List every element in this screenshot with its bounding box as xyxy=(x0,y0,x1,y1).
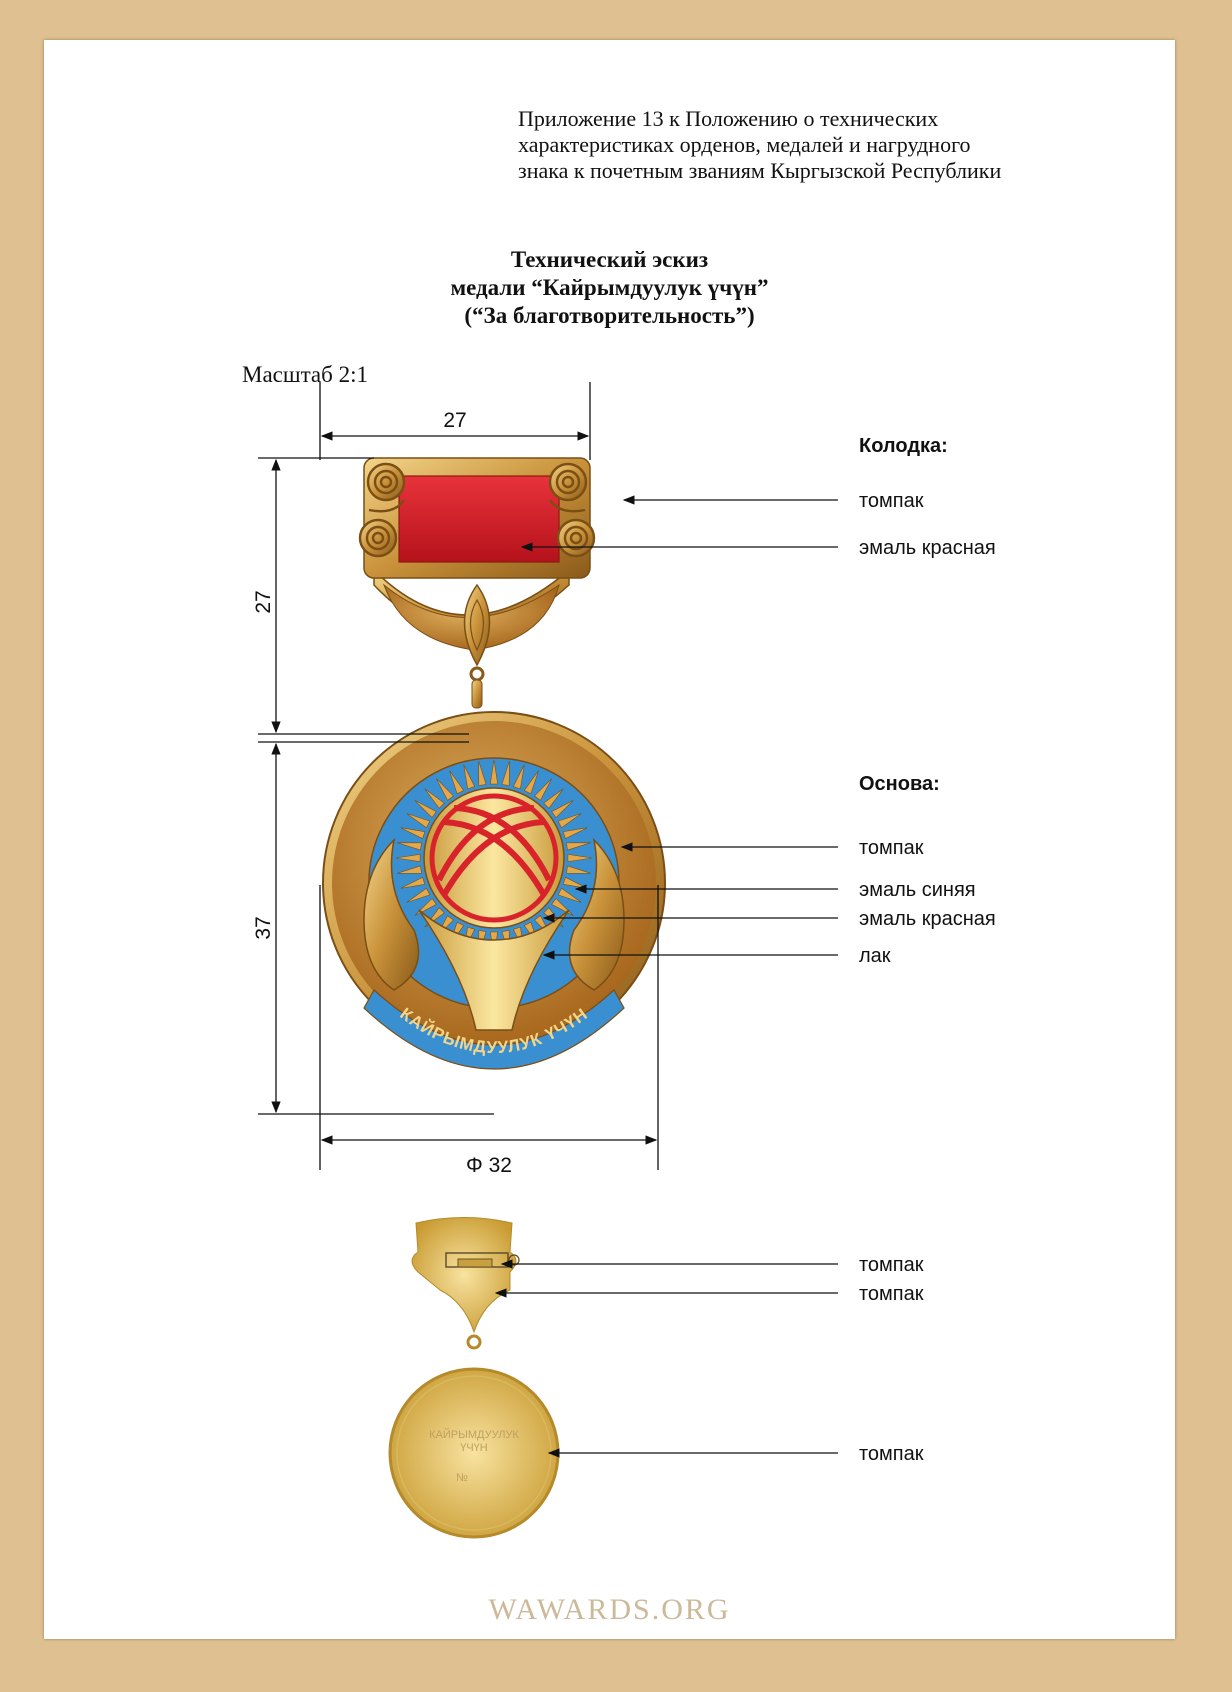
medal-sketch: КАЙРЫМДУУЛУК ҮЧҮН 27 27 37 Φ 32 xyxy=(252,382,996,1539)
dimension-lines: 27 27 37 Φ 32 xyxy=(252,382,659,1177)
title-line-2: медали “Кайрымдуулук үчүн” xyxy=(450,275,769,300)
medal-reverse: КАЙРЫМДУУЛУК ҮЧҮН № xyxy=(388,1217,560,1539)
reverse-inscription-line-1: КАЙРЫМДУУЛУК xyxy=(429,1428,519,1441)
sun-ray xyxy=(557,887,582,903)
dim-medal-diameter: Φ 32 xyxy=(466,1154,512,1177)
sun-ray xyxy=(523,770,539,795)
sun-ray xyxy=(395,853,421,863)
title-line-1: Технический эскиз xyxy=(510,247,709,272)
medal-base: КАЙРЫМДУУЛУК ҮЧҮН xyxy=(322,711,666,1070)
dim-block-height: 27 xyxy=(252,590,275,613)
sun-ray xyxy=(557,813,582,829)
appendix-line-2: характеристиках орденов, медалей и нагру… xyxy=(518,132,971,157)
sun-ray xyxy=(566,865,591,874)
block-header: Колодка: xyxy=(859,435,948,457)
document-page: Приложение 13 к Положению о технических … xyxy=(44,40,1175,1639)
medal-block xyxy=(358,457,596,709)
sun-ray xyxy=(501,761,510,786)
block-callouts: Колодка: томпак эмаль красная xyxy=(520,435,996,559)
reverse-label-2: томпак xyxy=(859,1283,924,1305)
hands-emblem xyxy=(418,909,570,1031)
block-label-red-enamel: эмаль красная xyxy=(859,537,996,559)
dim-medal-height: 37 xyxy=(252,916,275,939)
base-label-lacquer: лак xyxy=(859,945,891,967)
reverse-callouts: томпак томпак томпак xyxy=(494,1254,924,1465)
sun-ray xyxy=(551,800,574,819)
base-callouts: Основа: томпак эмаль синяя эмаль красная… xyxy=(542,773,996,967)
sun-ray xyxy=(424,788,445,809)
sun-ray xyxy=(567,853,593,863)
base-label-tompak: томпак xyxy=(859,837,924,859)
sun-ray xyxy=(397,865,422,874)
appendix-line-1: Приложение 13 к Положению о технических xyxy=(518,106,939,131)
sun-ray xyxy=(512,764,525,790)
appendix-note: Приложение 13 к Положению о технических … xyxy=(518,106,1078,184)
sun-ray xyxy=(562,827,588,840)
scale-label: Масштаб 2:1 xyxy=(242,362,368,387)
sun-ray xyxy=(406,813,431,829)
sun-ray xyxy=(489,759,499,785)
title-line-3: (“За благотворительность”) xyxy=(464,303,755,328)
left-scroll-ornament xyxy=(358,462,406,558)
base-label-red-enamel: эмаль красная xyxy=(859,908,996,930)
sun-ray xyxy=(543,788,564,809)
sun-ray xyxy=(463,764,476,790)
watermark: WAWARDS.ORG xyxy=(488,1593,731,1626)
tunduk-symbol xyxy=(429,793,559,923)
reverse-inscription-line-2: ҮЧҮН xyxy=(460,1442,488,1454)
sun-ray xyxy=(406,887,431,903)
sun-rays xyxy=(395,759,593,957)
sun-ray xyxy=(400,827,426,840)
appendix-line-3: знака к почетным званиям Кыргызской Респ… xyxy=(518,158,1002,183)
reverse-label-3: томпак xyxy=(859,1443,924,1465)
sun-ray xyxy=(400,876,426,889)
base-label-blue-enamel: эмаль синяя xyxy=(859,879,976,901)
base-header: Основа: xyxy=(859,773,940,795)
reverse-number-sign: № xyxy=(456,1472,468,1484)
document-title: Технический эскиз медали “Кайрымдуулук ү… xyxy=(44,246,1175,330)
sun-ray xyxy=(414,800,437,819)
block-label-tompak: томпак xyxy=(859,490,924,512)
sun-ray xyxy=(397,842,422,851)
reverse-label-1: томпак xyxy=(859,1254,924,1276)
sun-ray xyxy=(436,778,455,801)
right-scroll-ornament xyxy=(548,462,596,558)
sun-ray xyxy=(566,842,591,851)
sun-ray xyxy=(478,761,487,786)
sun-ray xyxy=(533,778,552,801)
dim-block-width: 27 xyxy=(443,409,466,432)
sun-ray xyxy=(449,770,465,795)
